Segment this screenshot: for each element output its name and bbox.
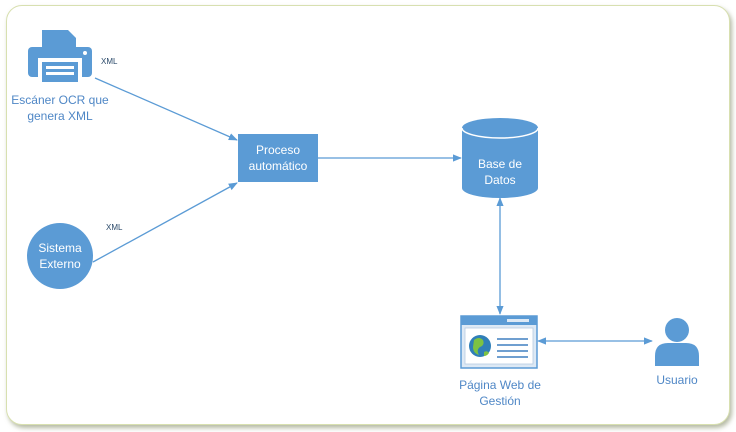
scanner-label-line2: genera XML (27, 109, 93, 123)
external-system-label: Sistema Externo (27, 240, 93, 272)
database-label: Base de Datos (462, 156, 538, 188)
database-label-line1: Base de (477, 157, 523, 171)
process-label-line1: Proceso (255, 143, 301, 157)
database-node (461, 118, 539, 198)
webpage-label-line2: Gestión (479, 394, 521, 408)
scanner-label: Escáner OCR que genera XML (4, 92, 116, 124)
edge-scanner-to-process (94, 77, 238, 141)
edge-label-scanner-xml: XML (101, 57, 118, 66)
database-label-line2: Datos (484, 173, 516, 187)
external-label-line1: Sistema (38, 241, 82, 255)
process-node (238, 134, 318, 182)
edge-label-external-xml: XML (106, 223, 123, 232)
webpage-label-line1: Página Web de (459, 378, 541, 392)
edge-external-to-process (92, 182, 238, 263)
external-system-node (27, 223, 93, 289)
user-label: Usuario (656, 373, 698, 387)
process-label: Proceso automático (238, 142, 318, 174)
webpage-label: Página Web de Gestión (440, 377, 560, 409)
scanner-label-line1: Escáner OCR que (11, 93, 109, 107)
process-label-line2: automático (248, 159, 308, 173)
diagram-frame (6, 5, 730, 425)
external-label-line2: Externo (39, 257, 81, 271)
printer-icon (28, 30, 92, 86)
user-icon (655, 318, 699, 366)
web-page-icon (460, 315, 538, 369)
